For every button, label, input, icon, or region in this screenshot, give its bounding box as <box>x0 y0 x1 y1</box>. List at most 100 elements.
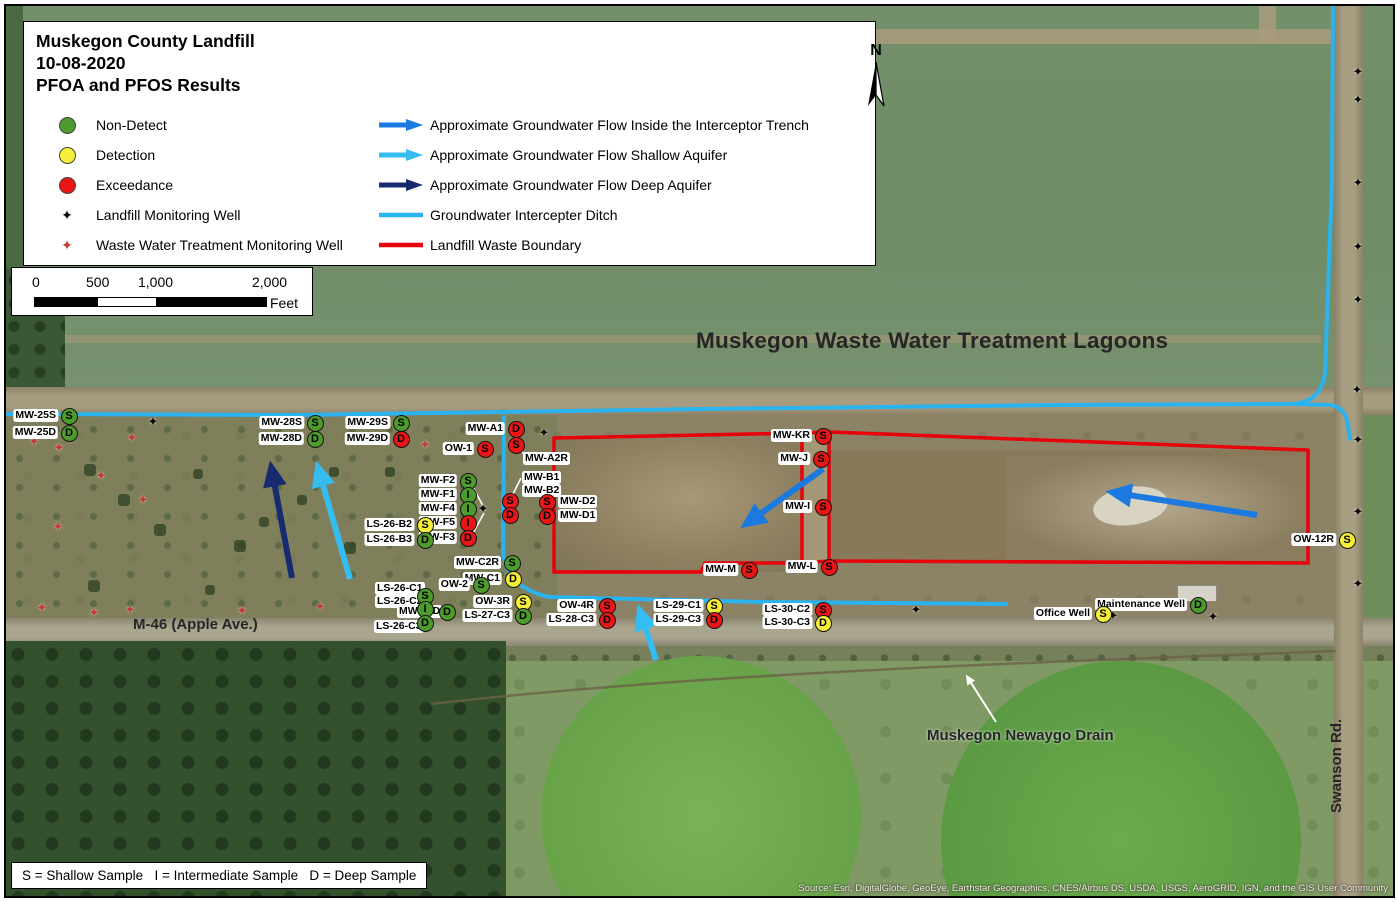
landfill-monitoring-well-icon: ✦ <box>1352 504 1364 520</box>
sample-result-marker: D <box>814 614 832 632</box>
sample-result-marker: D <box>438 603 456 621</box>
sample-result-marker: D <box>416 614 434 632</box>
legend-item-label: Groundwater Intercepter Ditch <box>430 207 618 223</box>
legend-item-label: Waste Water Treatment Monitoring Well <box>96 237 343 253</box>
sample-result-marker: I <box>459 500 477 518</box>
sample-result-marker: D <box>416 531 434 549</box>
legend-item-label: Approximate Groundwater Flow Inside the … <box>430 117 809 133</box>
landfill-monitoring-well-icon: ✦ <box>1352 92 1364 108</box>
well-label: MW-F4 <box>418 501 457 515</box>
forest <box>6 6 23 271</box>
sample-result-marker: S <box>598 597 616 615</box>
legend-item: Non-Detect <box>38 110 378 140</box>
well-label: OW-3R <box>473 594 512 608</box>
well-label: MW-A2R <box>523 452 570 465</box>
wwt-monitoring-well-icon: ✦ <box>36 600 48 616</box>
legend-item: Approximate Groundwater Flow Inside the … <box>372 110 842 140</box>
landfill-monitoring-well-icon: ✦ <box>1352 239 1364 255</box>
exceedance-circle-icon <box>38 176 96 194</box>
swanson-road-label: Swanson Rd. <box>1328 718 1345 813</box>
landfill-monitoring-well-icon: ✦ <box>910 602 922 618</box>
sample-result-marker: D <box>459 529 477 547</box>
landfill-monitoring-well-icon: ✦ <box>538 425 550 441</box>
well-label: Maintenance Well <box>1095 597 1187 611</box>
sample-result-marker: S <box>814 427 832 445</box>
wwt-monitoring-well-icon: ✦ <box>124 602 136 618</box>
sample-result-marker: S <box>1094 605 1112 623</box>
wwt-monitoring-well-icon: ✦ <box>88 605 100 621</box>
well-label: OW-12R <box>1291 532 1336 546</box>
sample-result-marker: D <box>306 430 324 448</box>
well-label: LS-30-C3 <box>762 615 812 629</box>
well-label: MW-L <box>785 559 818 573</box>
north-label: N <box>870 42 882 59</box>
well-label: MW-D2 <box>558 494 598 508</box>
sample-result-marker: S <box>392 414 410 432</box>
sample-result-marker: S <box>812 450 830 468</box>
well-label: LS-28-C3 <box>546 612 596 626</box>
legend-item: Groundwater Intercepter Ditch <box>372 200 842 230</box>
sample-result-marker: S <box>60 407 78 425</box>
legend-line-items: Approximate Groundwater Flow Inside the … <box>372 110 842 260</box>
well-label: Office Well <box>1033 606 1092 620</box>
well-label: OW-4R <box>557 598 596 612</box>
newaygo-drain-label: Muskegon Newaygo Drain <box>927 727 1114 744</box>
wwt-monitoring-well-icon: ✦ <box>126 430 138 446</box>
well-label: LS-26-C1 <box>375 582 425 595</box>
well-label: MW-29S <box>345 415 390 429</box>
well-label: MW-A1 <box>465 421 505 435</box>
legend-item: ✦ Waste Water Treatment Monitoring Well <box>38 230 378 260</box>
legend-item-label: Exceedance <box>96 177 174 193</box>
wwt-well-icon: ✦ <box>61 236 73 253</box>
sample-result-marker: D <box>598 611 616 629</box>
landfill-monitoring-well-icon: ✦ <box>147 414 159 430</box>
landfill-monitoring-well-icon: ✦ <box>1107 608 1119 624</box>
lagoon-dike <box>1259 6 1276 43</box>
sample-result-marker: S <box>705 597 723 615</box>
drain-pointer-arrow <box>965 674 997 723</box>
landfill-monitoring-well-icon: ✦ <box>1352 292 1364 308</box>
legend-item-label: Approximate Groundwater Flow Shallow Aqu… <box>430 147 728 163</box>
sample-result-marker: S <box>416 516 434 534</box>
scale-segment <box>34 297 97 307</box>
well-label: LS-27-C3 <box>462 608 512 622</box>
sample-result-marker: S <box>820 558 838 576</box>
wwt-monitoring-well-icon: ✦ <box>236 603 248 619</box>
sample-result-marker: D <box>392 430 410 448</box>
well-label: LS-26-C2 <box>375 595 425 608</box>
legend-item: Landfill Waste Boundary <box>372 230 842 260</box>
sample-result-marker: S <box>472 576 490 594</box>
well-label: OW-1 <box>442 441 474 455</box>
sample-result-marker: D <box>538 507 556 525</box>
well-label: LS-30-C2 <box>762 602 812 616</box>
well-label: MW-KR <box>770 428 812 442</box>
landfill-monitoring-well-icon: ✦ <box>1352 576 1364 592</box>
well-label: MW-J <box>778 451 810 465</box>
landfill-monitoring-well-icon: ✦ <box>477 501 489 517</box>
wwt-monitoring-well-icon: ✦ <box>137 492 149 508</box>
legend-item-label: Landfill Monitoring Well <box>96 207 241 223</box>
well-label: LS-26-B3 <box>364 532 414 546</box>
scale-unit: Feet <box>270 295 299 311</box>
wwt-monitoring-well-icon: ✦ <box>95 468 107 484</box>
wwt-monitoring-well-icon: ✦ <box>28 434 40 450</box>
sample-result-marker: D <box>1189 596 1207 614</box>
landfill-monitoring-well-icon: ✦ <box>1352 175 1364 191</box>
shallow-flow-arrow <box>634 603 659 661</box>
sample-result-marker: S <box>306 414 324 432</box>
legend-item: Detection <box>38 140 378 170</box>
well-label: MW-C2R <box>454 555 501 569</box>
shallow-flow-arrow <box>311 460 353 580</box>
sample-result-marker: S <box>503 554 521 572</box>
sample-result-marker: S <box>740 561 758 579</box>
well-label: MW-25S <box>13 408 58 422</box>
well-label: MW-25D <box>12 425 58 439</box>
ditch-line-icon <box>372 208 430 222</box>
wwt-monitoring-well-icon: ✦ <box>314 599 326 615</box>
well-label: MW-29D <box>344 431 390 445</box>
